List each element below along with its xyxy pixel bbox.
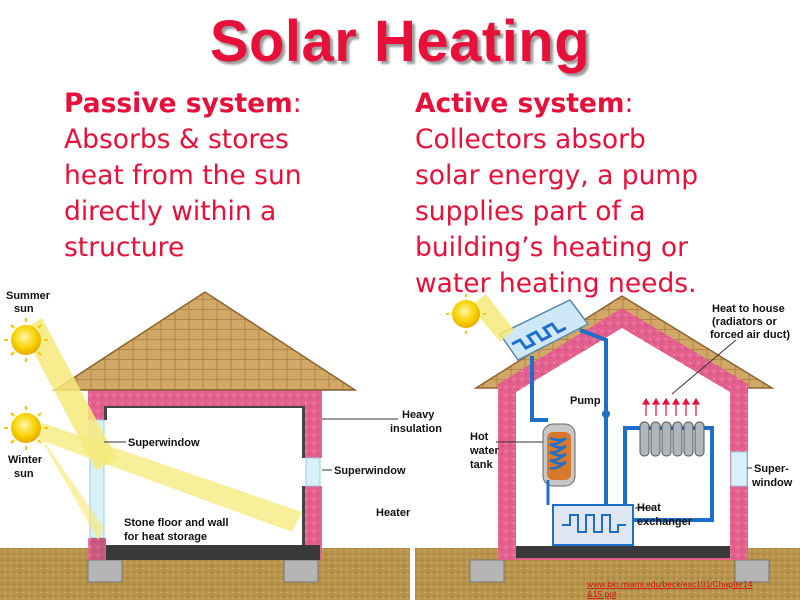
summer-sun-label-1: Summer: [6, 290, 51, 302]
active-line-3: supplies part of a: [415, 196, 646, 227]
active-line-2: solar energy, a pump: [415, 160, 699, 191]
heat-to-house-label-3: forced air duct): [710, 329, 790, 341]
interior-left: [90, 390, 320, 560]
heavy-insulation-label-2: insulation: [390, 423, 442, 435]
passive-line-1: Absorbs & stores: [64, 124, 289, 155]
active-sun-icon: [446, 294, 514, 342]
active-heading: Active system: [415, 88, 625, 119]
source-link-line-1[interactable]: www.bio.miami.edu/beck/esc101/Chapter14: [586, 579, 753, 589]
superwindow-right-label: Superwindow: [334, 465, 406, 477]
solar-collector: [498, 299, 590, 361]
source-link-line-2[interactable]: &15.ppt: [587, 589, 617, 599]
heat-arrows: [641, 397, 701, 416]
pump-label: Pump: [570, 395, 601, 407]
radiator: [639, 421, 705, 457]
passive-line-3: directly within a: [64, 196, 277, 227]
superwindow-left-label: Superwindow: [128, 437, 200, 449]
foundation-left-2: [283, 559, 319, 583]
heating-loop: [623, 426, 714, 522]
pipe-return: [579, 328, 608, 530]
super-window-label-1: Super-: [754, 463, 789, 475]
heat-exchanger-label-1: Heat: [637, 502, 661, 514]
superwindow-right-glass: [305, 457, 321, 487]
passive-system-text: Passive system: Absorbs & stores heat fr…: [64, 86, 302, 266]
pipe-down: [530, 356, 548, 422]
summer-sun-ray: [22, 318, 118, 470]
passive-house: Summer sun Winter sun Superwindow Heavy …: [0, 290, 442, 600]
heat-exchanger: [552, 504, 634, 546]
active-line-1: Collectors absorb: [415, 124, 646, 155]
foundation-right-1: [469, 559, 505, 583]
active-line-4: building’s heating or: [415, 232, 689, 263]
heavy-insulation-label-1: Heavy: [402, 409, 435, 421]
passive-line-2: heat from the sun: [64, 160, 302, 191]
active-line-5: water heating needs.: [415, 268, 697, 299]
stone-floor: [90, 545, 320, 560]
hot-water-tank: [542, 423, 576, 487]
active-system-text: Active system: Collectors absorb solar e…: [415, 86, 698, 302]
super-window-label-2: window: [751, 477, 793, 489]
ceiling-insulation-left: [88, 388, 322, 406]
hot-water-tank-label-3: tank: [470, 459, 494, 471]
pump-icon: [602, 410, 610, 418]
heat-exchanger-label-2: exchanger: [637, 516, 693, 528]
passive-line-4: structure: [64, 232, 185, 263]
heater-label: Heater: [376, 507, 411, 519]
heat-to-house-label-2: (radiators or: [712, 316, 778, 328]
active-house: Heat to house (radiators or forced air d…: [415, 294, 800, 600]
winter-sun-label-1: Winter: [8, 454, 43, 466]
super-window-glass: [730, 451, 748, 487]
winter-sun-icon: [4, 406, 48, 450]
heat-to-house-label-1: Heat to house: [712, 303, 785, 315]
stone-floor-label-2: for heat storage: [124, 531, 207, 543]
summer-sun-label-2: sun: [14, 303, 34, 315]
foundation-right-2: [734, 559, 770, 583]
hot-water-tank-label-2: water: [469, 445, 499, 457]
roof-left: [52, 291, 358, 391]
winter-sun-ray: [28, 418, 302, 532]
passive-heading: Passive system: [64, 88, 293, 119]
summer-sun-icon: [4, 318, 48, 362]
page-title: Solar Heating: [209, 9, 591, 74]
winter-sun-label-2: sun: [14, 468, 34, 480]
stone-floor-label-1: Stone floor and wall: [124, 517, 229, 529]
hot-water-tank-label-1: Hot: [470, 431, 489, 443]
foundation-left-1: [87, 559, 123, 583]
